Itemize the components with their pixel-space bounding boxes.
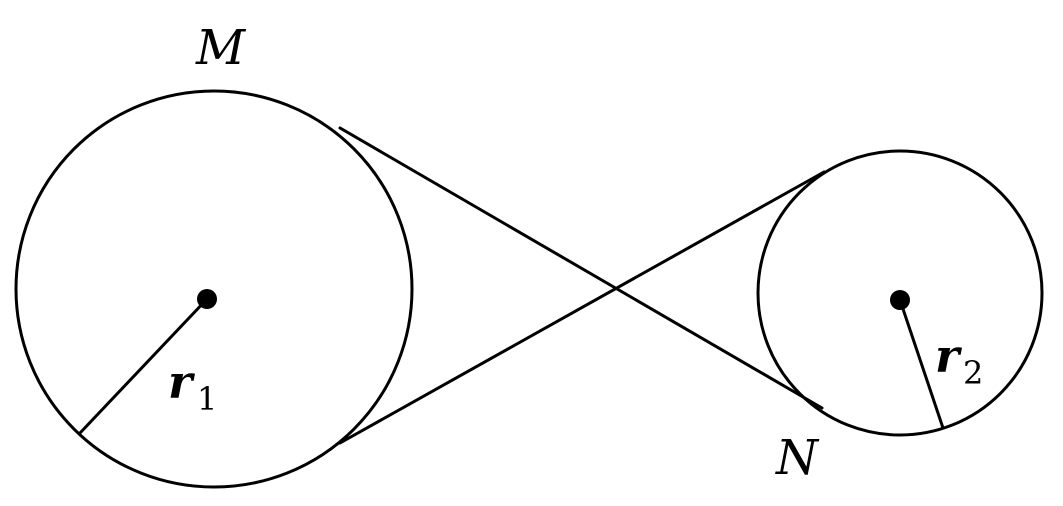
- label-r2-symbol: r: [935, 329, 963, 383]
- label-n: N: [775, 430, 820, 486]
- label-m: M: [195, 20, 247, 76]
- large-pulley-radius-line: [78, 297, 209, 435]
- small-pulley-radius-line: [898, 298, 945, 430]
- label-r2-subscript: 2: [963, 354, 983, 392]
- small-pulley-circle: [756, 149, 1044, 437]
- label-r1-subscript: 1: [197, 380, 217, 418]
- label-r1-symbol: r: [168, 355, 196, 409]
- belt-segment-lower-left-to-upper-right: [338, 170, 826, 445]
- belt-segment-m-to-n: [338, 126, 824, 410]
- large-pulley-circle: [14, 89, 414, 489]
